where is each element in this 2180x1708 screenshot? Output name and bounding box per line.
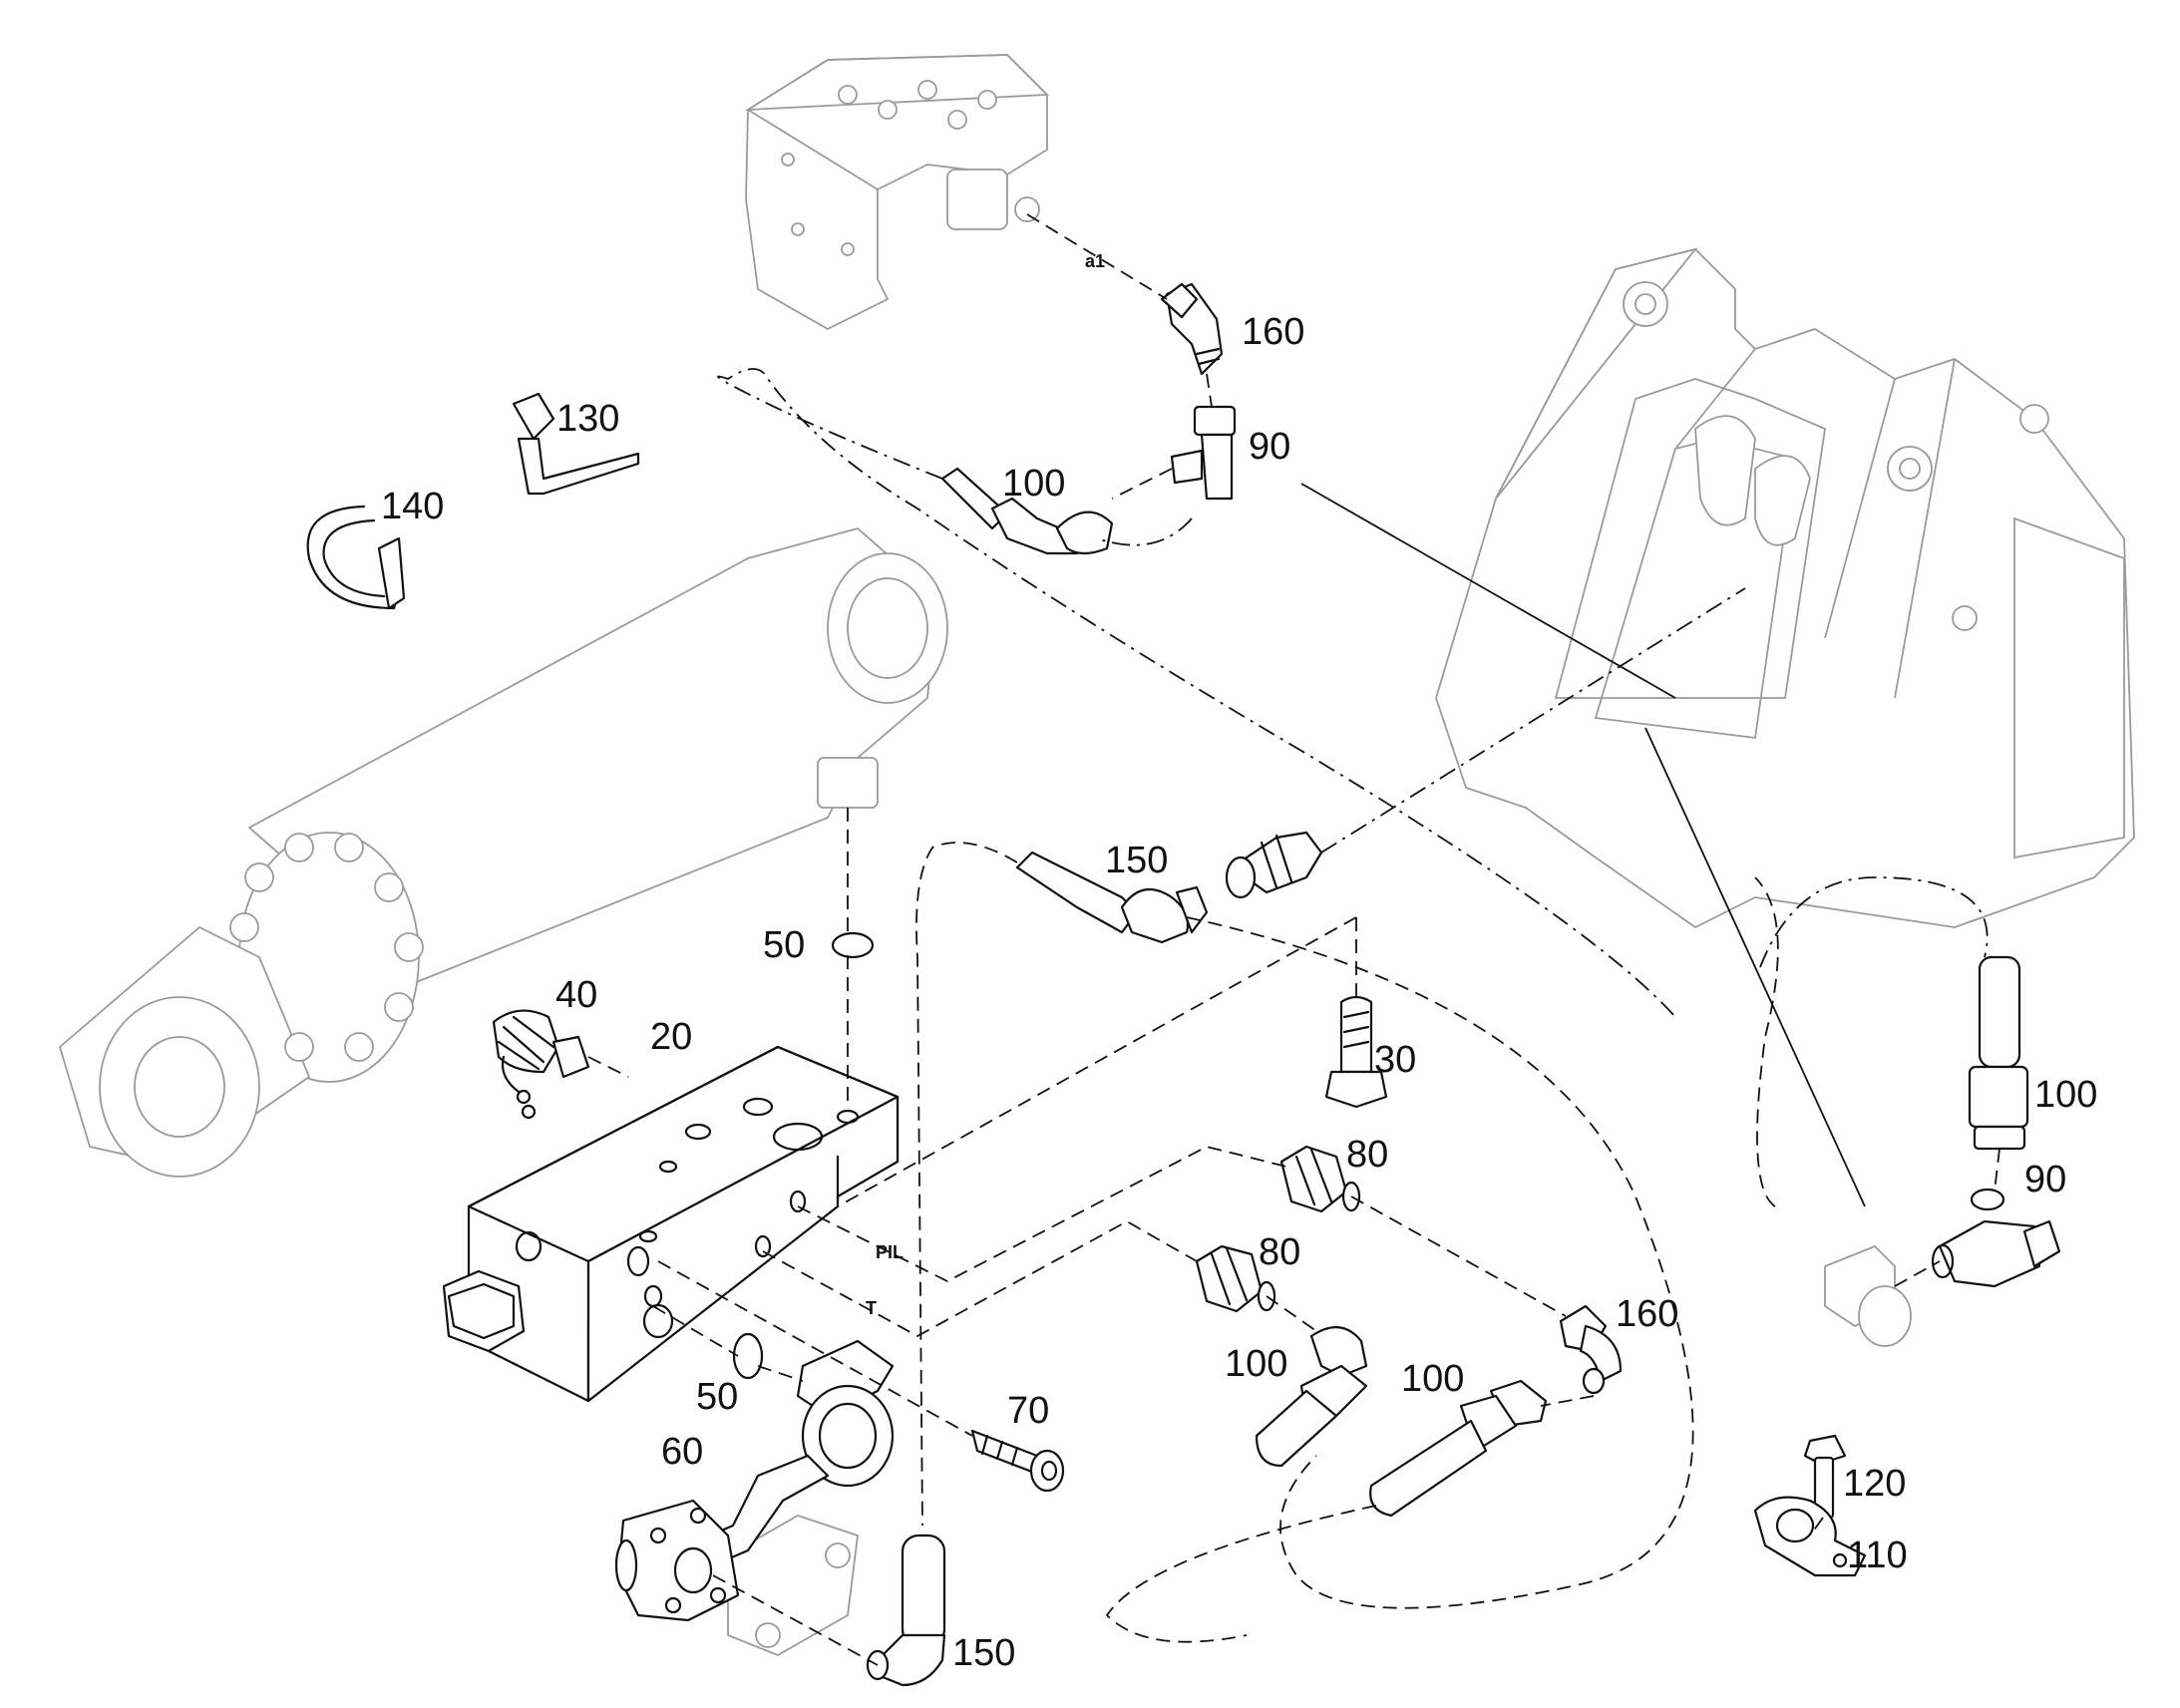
o-ring-50-low [732, 1332, 764, 1380]
hose-route-right [1759, 876, 1989, 968]
callout-70: 70 [1007, 1390, 1049, 1432]
port-label-pil: PIL [876, 1242, 904, 1262]
callout-130: 130 [556, 398, 619, 440]
callout-140: 140 [381, 486, 444, 527]
hose-route-mid [1320, 587, 1746, 854]
connector-fitting-mid [1225, 831, 1323, 899]
centerline-120-110 [1809, 1517, 1824, 1537]
callout-50-top: 50 [763, 924, 805, 966]
callout-160-low: 160 [1616, 1293, 1678, 1335]
callout-40: 40 [555, 974, 597, 1016]
callout-80-b: 80 [1259, 1231, 1300, 1273]
callout-100-mid: 100 [1225, 1343, 1287, 1385]
hose-route-center [1186, 916, 1694, 1609]
callout-80-a: 80 [1346, 1134, 1388, 1176]
centerline-90-100-right [1994, 1148, 2000, 1193]
adapter-80-upper [1279, 1145, 1361, 1213]
callout-50-low: 50 [696, 1376, 738, 1418]
centerline-160-low [1540, 1395, 1595, 1407]
hose-100-mid [1255, 1326, 1368, 1468]
cable-clip-130 [512, 392, 640, 496]
valve-block-20 [442, 1045, 900, 1403]
elbow-fitting-160-low [1559, 1304, 1623, 1395]
adapter-80-lower [1195, 1244, 1276, 1313]
loader-frame [1435, 247, 2135, 928]
ghost-flange-clamp [727, 1515, 859, 1656]
plug-bolt-hex [442, 1269, 526, 1353]
hydraulic-cylinder [59, 527, 948, 1178]
callout-160-top: 160 [1242, 311, 1304, 353]
callout-150-low: 150 [952, 1632, 1015, 1674]
callout-60: 60 [661, 1431, 703, 1473]
centerline-90-ghost [1894, 1260, 1941, 1287]
callout-100-low: 100 [1401, 1358, 1464, 1400]
bolt-30 [1324, 995, 1388, 1109]
port-label-t: T [866, 1298, 877, 1318]
callout-120: 120 [1843, 1463, 1906, 1505]
port-label-a1: a1 [1085, 251, 1105, 271]
pipe-clamp-110 [1753, 1496, 1867, 1577]
elbow-fitting-160-top [1160, 282, 1224, 376]
callout-90-right: 90 [2024, 1159, 2066, 1200]
o-ring-50-top [831, 931, 875, 959]
cylinder-flange-bolts [229, 833, 424, 1062]
centerline-160-90 [1206, 373, 1213, 408]
callout-20: 20 [650, 1016, 692, 1058]
bolt-120 [1803, 1434, 1847, 1520]
callout-150-mid: 150 [1105, 840, 1168, 881]
hose-100-low [1369, 1379, 1548, 1518]
retaining-ring-140 [306, 505, 406, 610]
flange-pipe-60 [614, 1339, 895, 1622]
hose-150-low [866, 1534, 946, 1687]
callout-100-top: 100 [1002, 463, 1065, 505]
hose-route-lower [1105, 876, 1779, 1643]
hose-route-150-mid [915, 842, 1018, 1527]
callout-30: 30 [1374, 1039, 1416, 1081]
control-valve-block [744, 54, 1050, 330]
hose-150-mid [1015, 851, 1209, 944]
hose-100-top [940, 467, 1114, 555]
hose-100-right [1968, 955, 2029, 1151]
tee-fitting-90-right [1931, 1188, 2061, 1288]
centerline-50-60 [652, 1305, 804, 1382]
socket-screw-70 [970, 1429, 1065, 1493]
callout-90-top: 90 [1249, 426, 1290, 468]
centerline-pil [797, 916, 1567, 1317]
centerline-60-150 [712, 1574, 879, 1666]
callout-100-right: 100 [2034, 1074, 2097, 1116]
tee-fitting-90-top [1170, 405, 1237, 501]
centerline-70 [657, 1260, 973, 1437]
centerline-a1 [1026, 213, 1168, 300]
leader-90-frame [1300, 483, 1676, 699]
pressure-switch-40 [492, 1009, 590, 1120]
callout-110: 110 [1847, 1535, 1908, 1576]
centerline-90-100 [1111, 468, 1173, 500]
centerline-t [762, 1219, 1317, 1338]
hose-route-top [717, 368, 1676, 1018]
leader-110-frame [1644, 727, 1866, 1207]
ghost-tee-fitting [1824, 1245, 1912, 1347]
centerline-40 [587, 1056, 629, 1078]
